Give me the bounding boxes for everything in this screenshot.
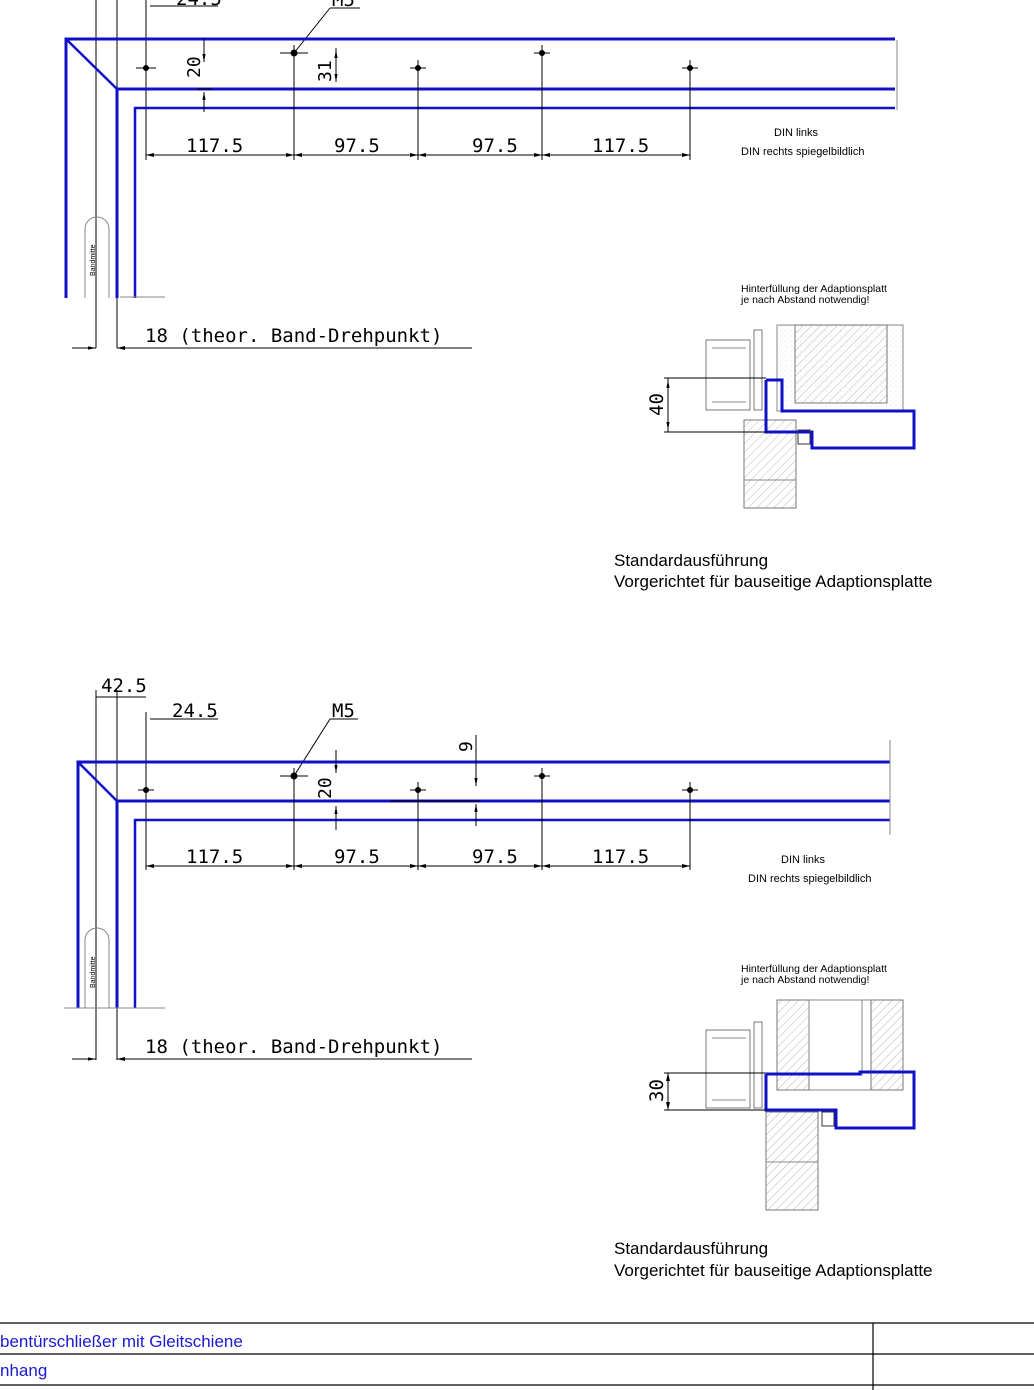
bottom-dim-42-5: 42.5: [101, 675, 147, 697]
top-thread-label: M5: [332, 0, 355, 11]
bottom-dim-24-5: 24.5: [172, 700, 218, 722]
top-backfill-note-2: je nach Abstand notwendig!: [740, 294, 869, 306]
top-drawing: 24.5 M5 20 31: [64, 0, 933, 591]
top-din-right: DIN rechts spiegelbildlich: [741, 146, 865, 158]
bottom-section-dim: 30: [646, 1079, 668, 1102]
bottom-dim-h3: 97.5: [472, 846, 518, 868]
top-dim-h4: 117.5: [592, 135, 649, 157]
bottom-dim-h1: 117.5: [186, 846, 243, 868]
top-dim-h1: 117.5: [186, 135, 243, 157]
top-dim-24-5: 24.5: [176, 0, 222, 10]
bottom-din-left: DIN links: [781, 854, 826, 866]
top-horizontal-dims: 117.5 97.5 97.5 117.5: [146, 135, 690, 157]
bottom-backfill-note-1: Hinterfüllung der Adaptionsplatt: [741, 963, 887, 975]
title-block-row1: bentürschließer mit Gleitschiene: [0, 1332, 243, 1351]
top-dim-h2: 97.5: [334, 135, 380, 157]
title-block: bentürschließer mit Gleitschiene nhang: [0, 1322, 1034, 1390]
bottom-section-detail: Hinterfüllung der Adaptionsplatt je nach…: [646, 963, 916, 1211]
top-section-detail: Hinterfüllung der Adaptionsplatt je nach…: [646, 283, 916, 509]
bottom-din-right: DIN rechts spiegelbildlich: [748, 873, 872, 885]
top-caption-1: Standardausführung: [614, 551, 768, 570]
top-section-dim: 40: [646, 393, 668, 416]
top-din-left: DIN links: [774, 127, 819, 139]
bottom-backfill-note-2: je nach Abstand notwendig!: [740, 974, 869, 986]
bottom-thread-label: M5: [332, 700, 355, 722]
top-dim-31: 31: [315, 60, 336, 82]
bottom-pivot-label: 18 (theor. Band-Drehpunkt): [145, 1036, 442, 1058]
bottom-caption-1: Standardausführung: [614, 1239, 768, 1258]
top-dim-20: 20: [184, 56, 205, 78]
top-pivot-label: 18 (theor. Band-Drehpunkt): [145, 325, 442, 347]
bottom-caption-2: Vorgerichtet für bauseitige Adaptionspla…: [614, 1261, 933, 1280]
bottom-dim-20: 20: [315, 777, 336, 799]
bottom-dim-h2: 97.5: [334, 846, 380, 868]
bottom-drawing: 42.5 24.5 M5 20 9 117: [64, 675, 933, 1280]
bottom-dim-9: 9: [456, 741, 477, 752]
bottom-dim-h4: 117.5: [592, 846, 649, 868]
title-block-row2: nhang: [0, 1361, 47, 1380]
top-caption-2: Vorgerichtet für bauseitige Adaptionspla…: [614, 572, 933, 591]
top-backfill-note-1: Hinterfüllung der Adaptionsplatt: [741, 283, 887, 295]
bottom-band-label: Bandmitte: [90, 956, 97, 988]
top-band-label: Bandmitte: [90, 244, 97, 276]
bottom-horizontal-dims: 117.5 97.5 97.5 117.5: [146, 846, 690, 868]
top-dim-h3: 97.5: [472, 135, 518, 157]
